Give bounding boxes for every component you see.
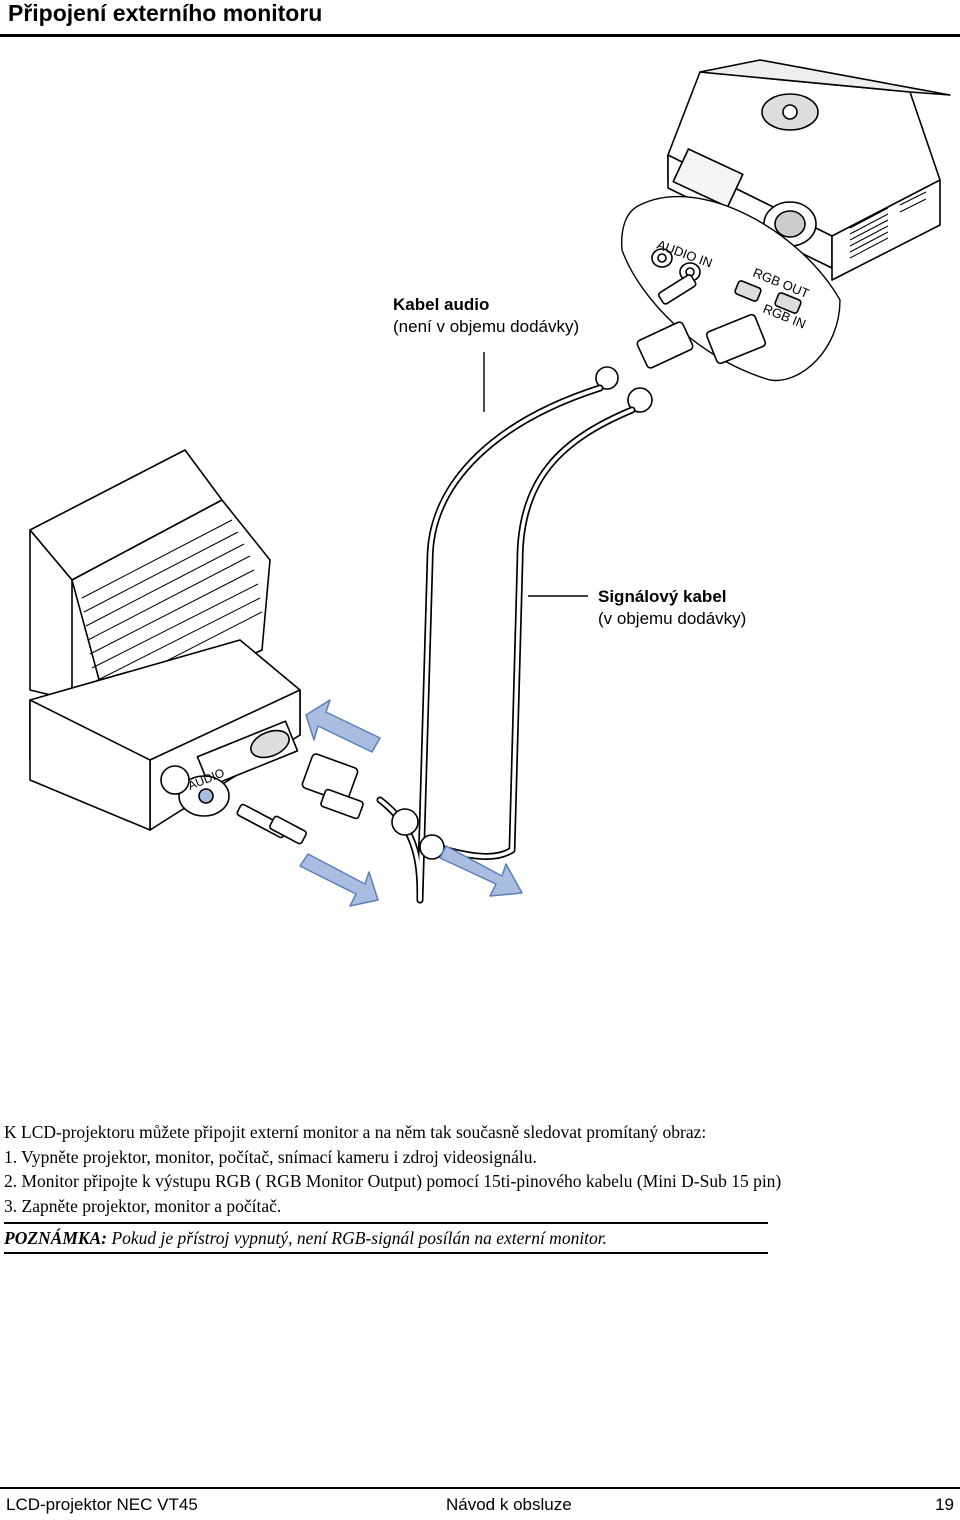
- monitor: AUDIO: [29, 449, 301, 831]
- signal-cable-label: Signálový kabel (v objemu dodávky): [598, 586, 746, 630]
- footer-manual-title: Návod k obsluze: [446, 1495, 572, 1514]
- title-divider: [0, 34, 960, 37]
- signal-direction-arrows: [299, 699, 523, 907]
- note-bottom-rule: [4, 1252, 768, 1254]
- projector-plugs: [595, 274, 767, 413]
- signal-cable-subtitle: (v objemu dodávky): [598, 609, 747, 628]
- note-label: POZNÁMKA:: [4, 1228, 108, 1248]
- step-3: 3. Zapněte projektor, monitor a počítač.: [4, 1195, 282, 1216]
- projector: [667, 59, 951, 281]
- audio-cable-title: Kabel audio: [393, 295, 490, 314]
- audio-cable-subtitle: (není v objemu dodávky): [393, 317, 580, 336]
- rear-panel-zoom: AUDIO IN RGB OUT RGB IN: [621, 195, 841, 382]
- step-1: 1. Vypněte projektor, monitor, počítač, …: [4, 1146, 537, 1167]
- note-text: Pokud je přístroj vypnutý, není RGB-sign…: [107, 1228, 608, 1248]
- note-top-rule: [4, 1222, 768, 1224]
- step-2: 2. Monitor připojte k výstupu RGB ( RGB …: [4, 1171, 782, 1191]
- intro-paragraph: K LCD-projektoru můžete připojit externí…: [4, 1122, 707, 1142]
- signal-cable-title: Signálový kabel: [598, 587, 727, 606]
- monitor-plugs: [236, 753, 445, 860]
- connection-illustration: AUDIO IN RGB OUT RGB IN: [29, 59, 951, 907]
- footer-product: LCD-projektor NEC VT45: [6, 1495, 198, 1514]
- note: POZNÁMKA: Pokud je přístroj vypnutý, nen…: [4, 1228, 607, 1249]
- footer-divider: [0, 1487, 960, 1489]
- page-title: Připojení externího monitoru: [8, 0, 323, 26]
- instructions: K LCD-projektoru můžete připojit externí…: [4, 1120, 954, 1218]
- audio-cable-label: Kabel audio (není v objemu dodávky): [393, 294, 579, 338]
- page-number: 19: [935, 1495, 954, 1514]
